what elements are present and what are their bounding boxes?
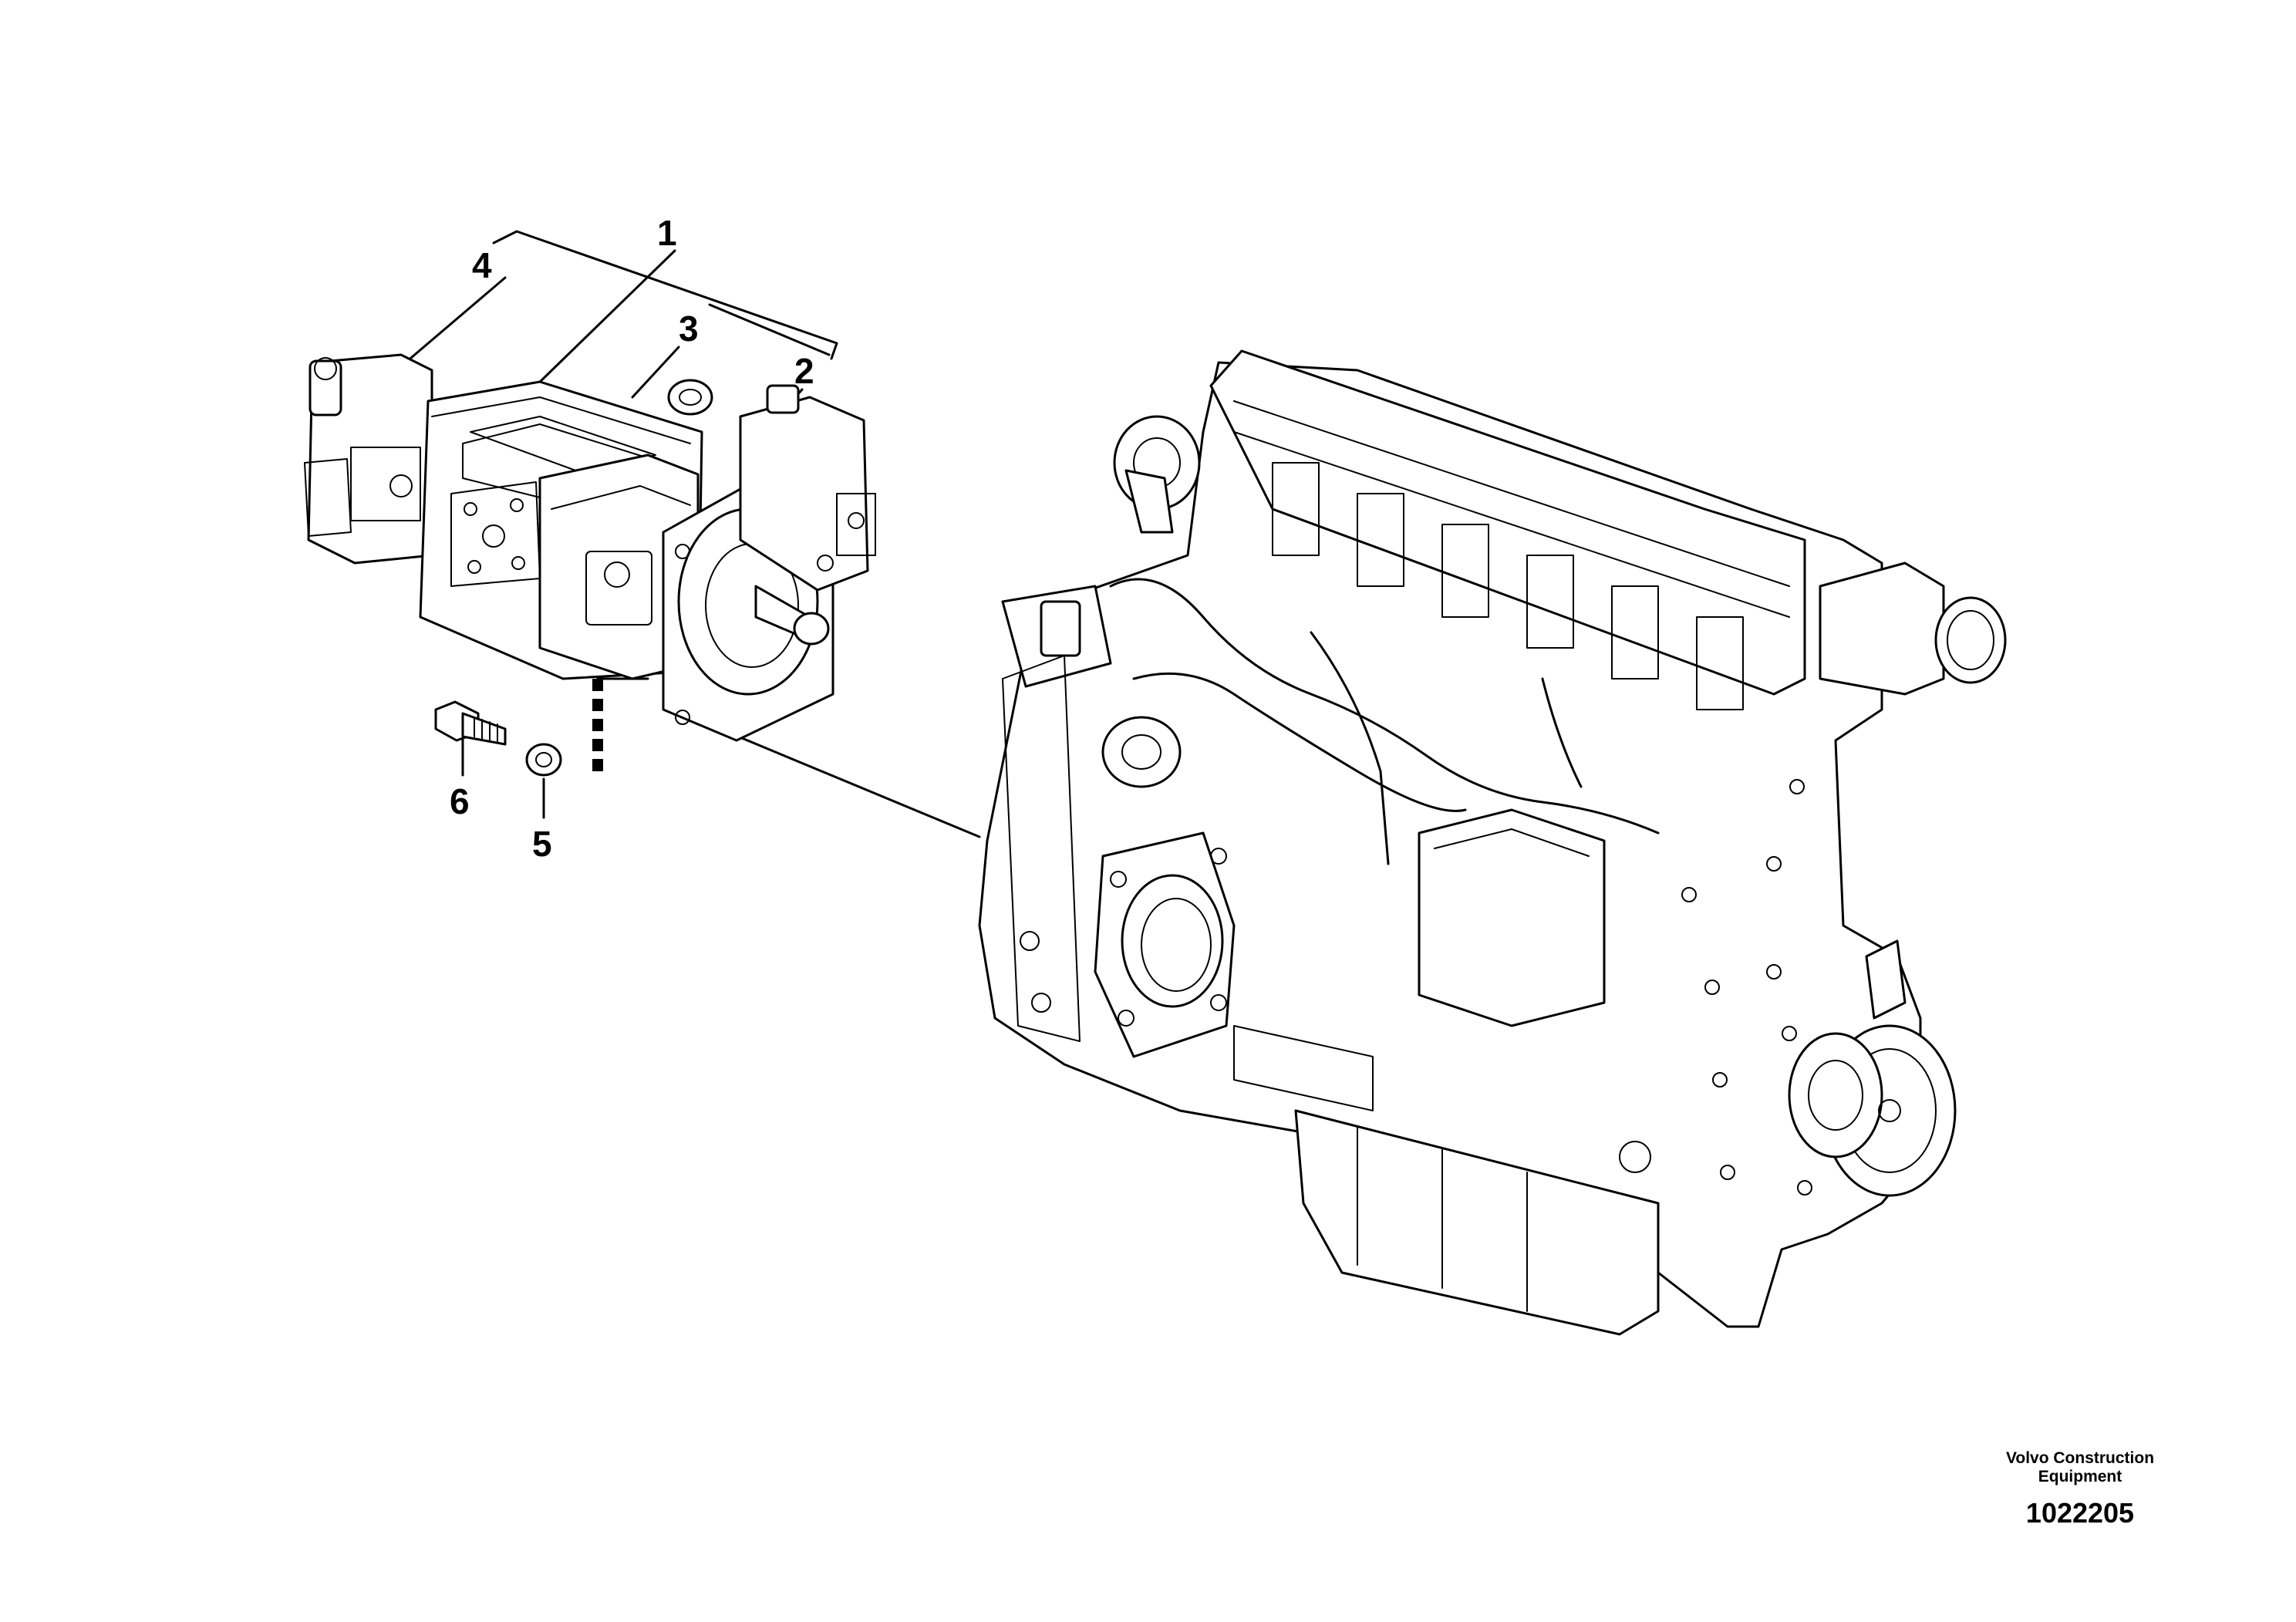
title-block: Volvo Construction Equipment 1022205 [1988, 1449, 2173, 1529]
callout-5: 5 [532, 824, 552, 864]
callout-numbers: 1 2 3 4 5 6 [450, 213, 814, 864]
callout-1: 1 [657, 213, 677, 253]
brand-name: Volvo Construction Equipment [2005, 1449, 2155, 1485]
hydraulic-pump-assembly [304, 353, 876, 742]
bolt [434, 700, 507, 746]
callout-6: 6 [450, 781, 470, 821]
engine [978, 349, 2007, 1336]
callout-3: 3 [679, 309, 699, 349]
injector-bays [1272, 462, 1744, 710]
drawing-number: 1022205 [2025, 1497, 2135, 1529]
callout-2: 2 [794, 351, 814, 391]
callout-4: 4 [472, 245, 492, 285]
washer [525, 743, 562, 777]
